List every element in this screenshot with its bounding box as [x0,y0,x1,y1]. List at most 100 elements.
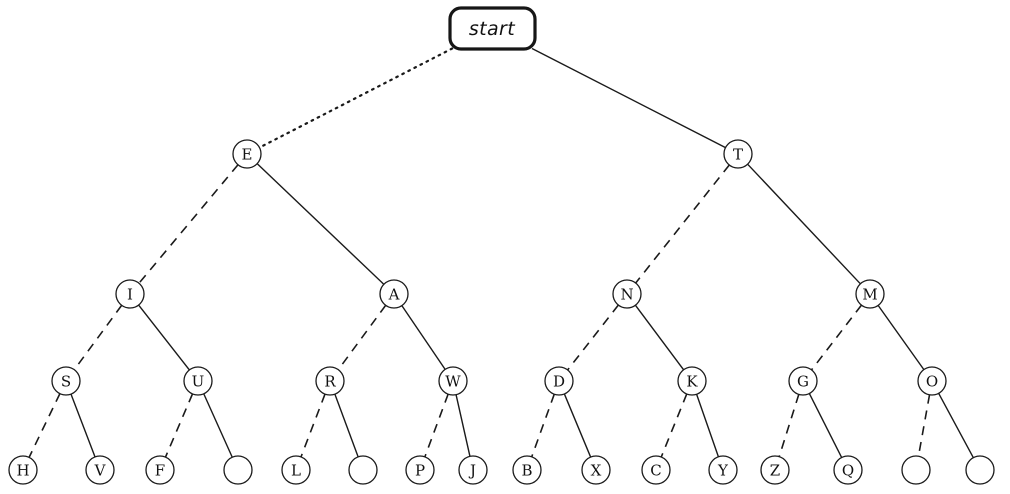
edge-m-to-g [810,304,863,371]
node-circle-l[interactable] [281,455,311,485]
start-node-box[interactable] [448,6,537,51]
edge-t-to-n [635,164,730,284]
tree-node-n[interactable]: N [612,279,642,309]
node-circle-y[interactable] [708,455,738,485]
node-circle-j[interactable] [458,455,488,485]
tree-node-f[interactable]: F [145,455,175,485]
node-circle-x[interactable] [581,455,611,485]
tree-node-r[interactable]: R [315,366,345,396]
node-label-e: E [242,146,253,164]
node-label-a: A [388,286,400,304]
tree-node-l1[interactable] [223,455,253,485]
edge-a-to-r [337,304,387,371]
edge-m-to-o [877,304,925,371]
node-label-v: V [94,462,107,480]
node-label-h: H [16,462,29,480]
node-circle-u[interactable] [183,366,213,396]
node-circle-t[interactable] [723,139,753,169]
node-label-q: Q [842,462,854,480]
node-circle-a[interactable] [379,279,409,309]
edge-start-to-t [531,47,726,149]
tree-node-i[interactable]: I [115,279,145,309]
node-circle-b[interactable] [512,455,542,485]
tree-node-u[interactable]: U [183,366,213,396]
edge-n-to-k [634,304,685,371]
edge-u-to-f [164,393,194,458]
tree-node-v[interactable]: V [85,455,115,485]
tree-node-a[interactable]: A [379,279,409,309]
tree-node-c[interactable]: C [641,455,671,485]
node-circle-o[interactable] [917,366,947,396]
node-label-c: C [650,462,661,480]
node-circle-m[interactable] [855,279,885,309]
tree-node-x[interactable]: X [581,455,611,485]
node-label-g: G [797,373,809,391]
tree-node-l2[interactable] [348,455,378,485]
node-circle-z[interactable] [760,455,790,485]
tree-node-q[interactable]: Q [833,455,863,485]
tree-node-e[interactable]: E [232,139,262,169]
node-label-l: L [291,462,301,480]
empty-node-circle[interactable] [901,455,931,485]
node-circle-d[interactable] [544,366,574,396]
edge-a-to-w [401,305,446,370]
edge-u-to-l1 [203,393,233,458]
tree-node-z[interactable]: Z [760,455,790,485]
node-circle-n[interactable] [612,279,642,309]
tree-node-s[interactable]: S [51,366,81,396]
empty-node-circle[interactable] [223,455,253,485]
edge-n-to-d [566,304,620,371]
edge-o-to-l4 [938,392,974,459]
node-circle-h[interactable] [8,455,38,485]
node-label-n: N [620,286,633,304]
tree-node-l3[interactable] [901,455,931,485]
edge-w-to-j [455,394,471,457]
edge-d-to-b [530,393,556,458]
tree-node-l4[interactable] [965,455,995,485]
empty-node-circle[interactable] [348,455,378,485]
node-circle-i[interactable] [115,279,145,309]
tree-node-b[interactable]: B [512,455,542,485]
edge-d-to-x [563,393,592,458]
tree-node-o[interactable]: O [917,366,947,396]
edge-o-to-l3 [917,394,931,457]
node-label-o: O [926,373,938,391]
node-label-b: B [521,462,532,480]
tree-node-j[interactable]: J [458,455,488,485]
node-circle-v[interactable] [85,455,115,485]
node-label-z: Z [770,462,780,480]
edge-layer [28,47,974,459]
node-circle-g[interactable] [788,366,818,396]
tree-node-m[interactable]: M [855,279,885,309]
empty-node-circle[interactable] [965,455,995,485]
tree-node-d[interactable]: D [544,366,574,396]
node-circle-f[interactable] [145,455,175,485]
node-circle-r[interactable] [315,366,345,396]
tree-node-h[interactable]: H [8,455,38,485]
node-circle-s[interactable] [51,366,81,396]
node-circle-c[interactable] [641,455,671,485]
node-label-w: W [445,373,461,391]
edge-w-to-p [424,393,449,458]
tree-node-p[interactable]: P [405,455,435,485]
tree-node-y[interactable]: Y [708,455,738,485]
edge-s-to-h [28,393,61,458]
node-label-j: J [468,462,476,480]
tree-node-l[interactable]: L [281,455,311,485]
edge-s-to-v [70,393,96,458]
node-circle-e[interactable] [232,139,262,169]
node-label-i: I [127,286,133,304]
tree-node-g[interactable]: G [788,366,818,396]
tree-node-k[interactable]: K [677,366,707,396]
edge-t-to-m [747,163,861,285]
node-circle-p[interactable] [405,455,435,485]
node-circle-w[interactable] [438,366,468,396]
node-circle-k[interactable] [677,366,707,396]
tree-node-w[interactable]: W [438,366,468,396]
node-label-d: D [553,373,565,391]
node-label-s: S [61,373,71,391]
tree-node-t[interactable]: T [723,139,753,169]
node-circle-q[interactable] [833,455,863,485]
